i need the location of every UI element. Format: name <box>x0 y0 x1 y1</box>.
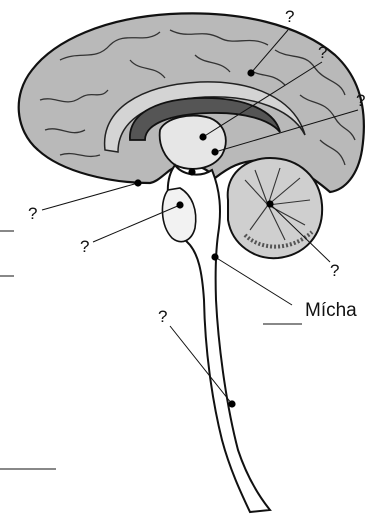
label-thalamus: ? <box>356 92 365 109</box>
label-cerebellum: ? <box>330 262 339 279</box>
label-midbrain: ? <box>80 238 89 255</box>
diencephalon <box>160 116 226 169</box>
label-hypothalamus: ? <box>28 205 37 222</box>
label-spinal-cord: Mícha <box>305 301 357 320</box>
label-medulla: ? <box>158 308 167 325</box>
label-cortex: ? <box>285 8 294 25</box>
label-corpus-callosum: ? <box>318 44 327 61</box>
